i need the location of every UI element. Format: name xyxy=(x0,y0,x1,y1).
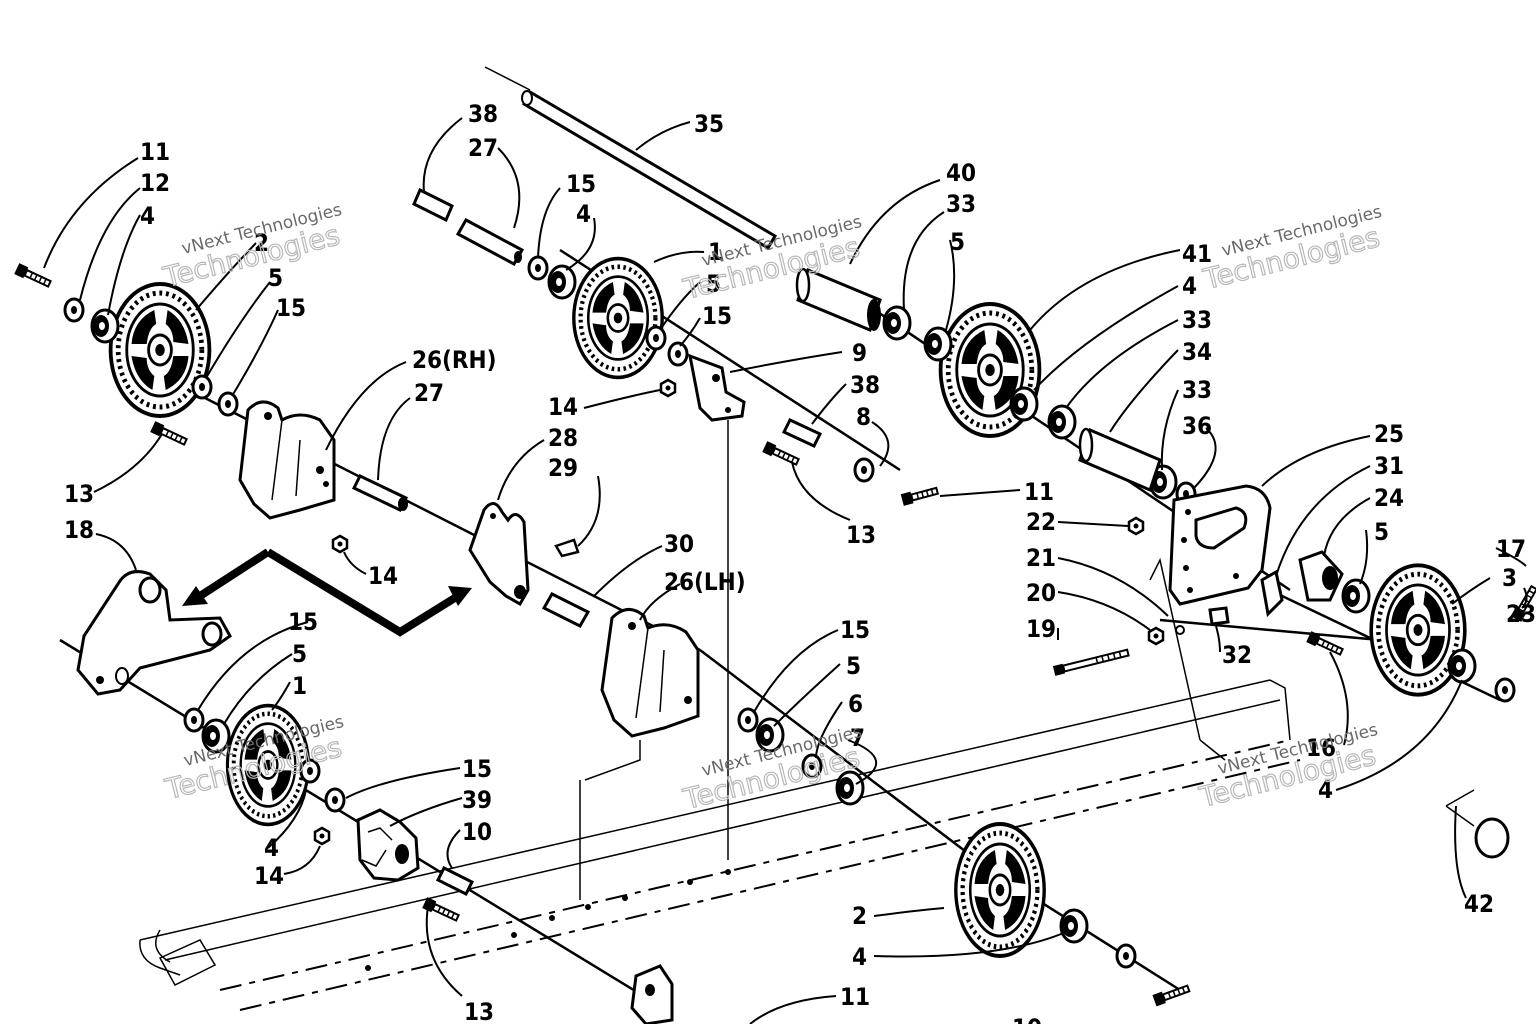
idler-wheel-2-upper-left xyxy=(111,284,210,416)
callout-36: 36 xyxy=(1182,412,1212,440)
callout-5-e: 5 xyxy=(292,640,307,668)
callout-24: 24 xyxy=(1374,484,1404,512)
callout-31: 31 xyxy=(1374,452,1404,480)
callout-14-c: 14 xyxy=(254,862,284,890)
callout-1-b: 1 xyxy=(292,672,307,700)
shaft-35 xyxy=(484,66,778,251)
callout-9: 9 xyxy=(852,339,867,367)
callout-11-b: 11 xyxy=(1024,478,1054,506)
callout-26-lh: 26(LH) xyxy=(664,568,746,596)
callout-15-a: 15 xyxy=(276,294,306,322)
callout-7: 7 xyxy=(850,724,865,752)
callout-14-a: 14 xyxy=(368,562,398,590)
callout-22: 22 xyxy=(1026,508,1056,536)
callout-15-c: 15 xyxy=(702,302,732,330)
callout-28: 28 xyxy=(548,424,578,452)
callout-4-c: 4 xyxy=(1182,272,1197,300)
bracket-26-lh xyxy=(600,608,700,738)
nuts xyxy=(313,378,1185,846)
callout-3: 3 xyxy=(1502,564,1517,592)
callout-1-a: 1 xyxy=(708,238,723,266)
callout-5-a: 5 xyxy=(268,264,283,292)
callout-17: 17 xyxy=(1496,535,1526,563)
callout-27-a: 27 xyxy=(414,379,444,407)
callout-33-a: 33 xyxy=(946,190,976,218)
callout-27-b: 27 xyxy=(468,134,498,162)
callout-26-rh: 26(RH) xyxy=(412,346,496,374)
spacers xyxy=(352,187,1230,897)
callout-6: 6 xyxy=(848,690,863,718)
bushing-24 xyxy=(1298,550,1344,602)
callout-4-a: 4 xyxy=(140,202,155,230)
callout-4-b: 4 xyxy=(576,200,591,228)
direction-arrows xyxy=(182,548,472,637)
callout-19: 19 xyxy=(1026,615,1056,643)
callout-18: 18 xyxy=(64,516,94,544)
callout-12: 12 xyxy=(140,169,170,197)
callout-10-a: 10 xyxy=(462,818,492,846)
callout-30: 30 xyxy=(664,530,694,558)
block-lower xyxy=(630,964,674,1024)
washers-and-bearings xyxy=(63,255,1516,969)
grease-fitting-29 xyxy=(554,538,580,558)
callout-10-b: 10 xyxy=(1012,1014,1042,1024)
callout-41: 41 xyxy=(1182,240,1212,268)
callout-5-d: 5 xyxy=(1374,518,1389,546)
callout-15-d: 15 xyxy=(288,608,318,636)
callout-15-f: 15 xyxy=(840,616,870,644)
bracket-31 xyxy=(1260,569,1284,618)
callout-34: 34 xyxy=(1182,338,1212,366)
callout-35: 35 xyxy=(694,110,724,138)
bracket-26-rh xyxy=(238,400,336,520)
callout-39: 39 xyxy=(462,786,492,814)
callout-13-c: 13 xyxy=(464,998,494,1024)
callout-40: 40 xyxy=(946,159,976,187)
plate-25 xyxy=(1168,484,1272,606)
callout-23: 23 xyxy=(1506,600,1536,628)
callout-15-e: 15 xyxy=(462,755,492,783)
callout-14-b: 14 xyxy=(548,393,578,421)
callout-13-b: 13 xyxy=(846,521,876,549)
arm-18 xyxy=(76,570,232,696)
slide-rail xyxy=(139,420,1301,1011)
callout-21: 21 xyxy=(1026,544,1056,572)
callout-33-b: 33 xyxy=(1182,306,1212,334)
callout-32: 32 xyxy=(1222,641,1252,669)
callout-2-a: 2 xyxy=(254,229,269,257)
idler-wheel-2-lower xyxy=(956,824,1044,956)
callout-5-f: 5 xyxy=(846,652,861,680)
callout-13-a: 13 xyxy=(64,480,94,508)
callout-2-b: 2 xyxy=(852,902,867,930)
callout-11-c: 11 xyxy=(840,983,870,1011)
callout-5-b: 5 xyxy=(706,270,721,298)
callout-25: 25 xyxy=(1374,420,1404,448)
callout-8: 8 xyxy=(856,403,871,431)
callout-5-c: 5 xyxy=(950,228,965,256)
callout-20: 20 xyxy=(1026,579,1056,607)
leader-lines xyxy=(43,117,1528,1024)
bracket-9 xyxy=(688,353,746,422)
callout-labels: 11 12 4 2 5 15 13 18 26(RH) 27 14 28 29 … xyxy=(64,100,1536,1024)
callout-16: 16 xyxy=(1306,734,1336,762)
hub-39 xyxy=(356,808,420,882)
callout-15-b: 15 xyxy=(566,170,596,198)
callout-4-f: 4 xyxy=(852,943,867,971)
idler-wheel-1-top xyxy=(574,259,662,378)
callout-29: 29 xyxy=(548,454,578,482)
callout-42: 42 xyxy=(1464,890,1494,918)
cap-42 xyxy=(1445,789,1510,859)
bolts xyxy=(13,262,1536,1008)
callout-38-b: 38 xyxy=(850,371,880,399)
callout-38-a: 38 xyxy=(468,100,498,128)
callout-4-e: 4 xyxy=(264,834,279,862)
callout-33-c: 33 xyxy=(1182,376,1212,404)
callout-11-a: 11 xyxy=(140,138,170,166)
callout-4-d: 4 xyxy=(1318,776,1333,804)
pivot-arm-28 xyxy=(468,502,530,607)
